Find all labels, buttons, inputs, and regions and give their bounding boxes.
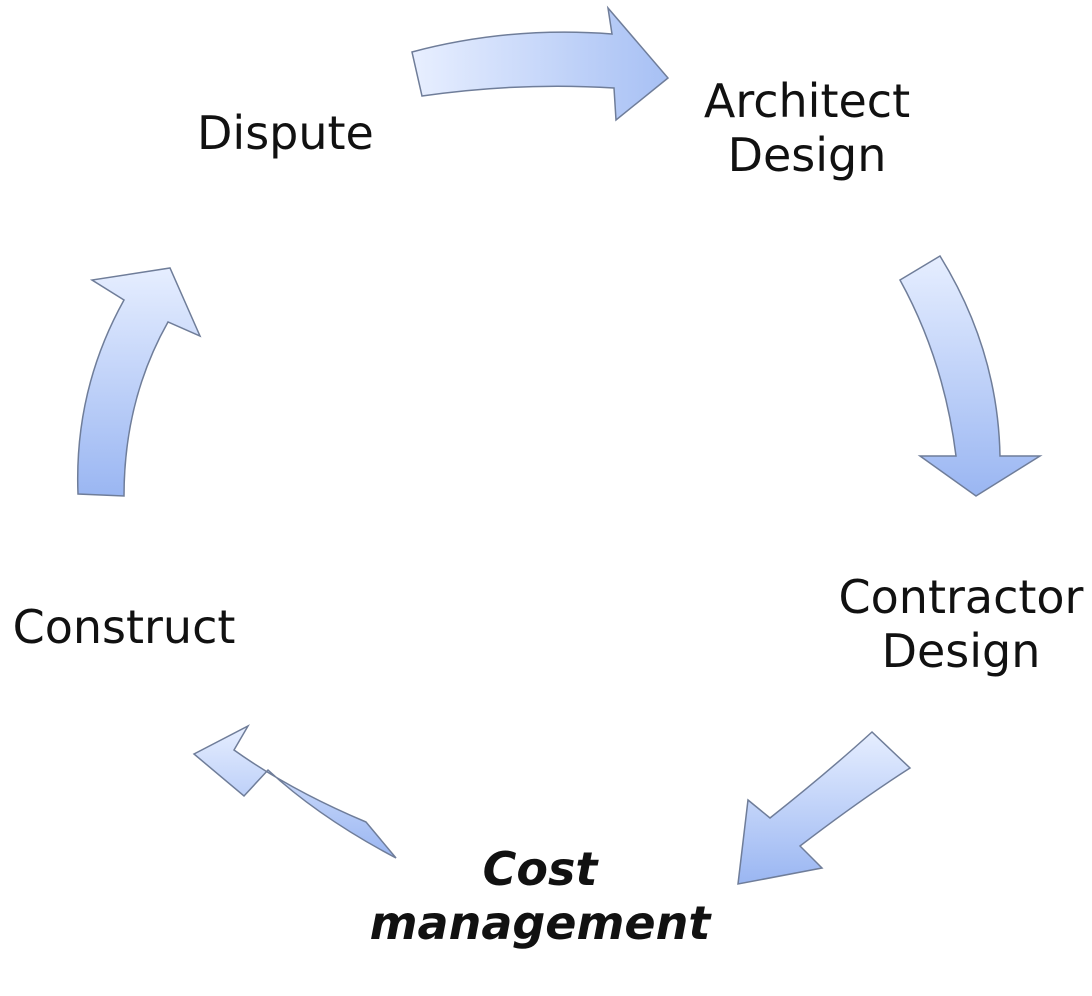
arrow-cost-to-construct: [192, 724, 397, 859]
node-contractor-design-line-2: Design: [881, 624, 1041, 678]
arrow-construct-to-dispute: [76, 267, 202, 497]
node-cost-management-line-1: Cost: [482, 842, 598, 896]
node-architect-design: Architect Design: [682, 74, 932, 182]
arrow-architect-to-contractor: [898, 254, 1043, 497]
node-architect-design-line-2: Design: [727, 128, 887, 182]
node-contractor-design: Contractor Design: [830, 570, 1092, 678]
node-cost-management: Cost management: [360, 842, 720, 950]
node-cost-management-line-2: management: [369, 896, 711, 950]
node-contractor-design-line-1: Contractor: [838, 570, 1084, 624]
node-dispute: Dispute: [197, 106, 374, 160]
arrow-dispute-to-architect: [411, 5, 670, 122]
arrow-contractor-to-cost: [737, 730, 912, 885]
node-construct-line-1: Construct: [12, 600, 236, 654]
node-construct: Construct: [8, 600, 240, 654]
node-architect-design-line-1: Architect: [703, 74, 911, 128]
node-dispute-line-1: Dispute: [197, 106, 374, 160]
